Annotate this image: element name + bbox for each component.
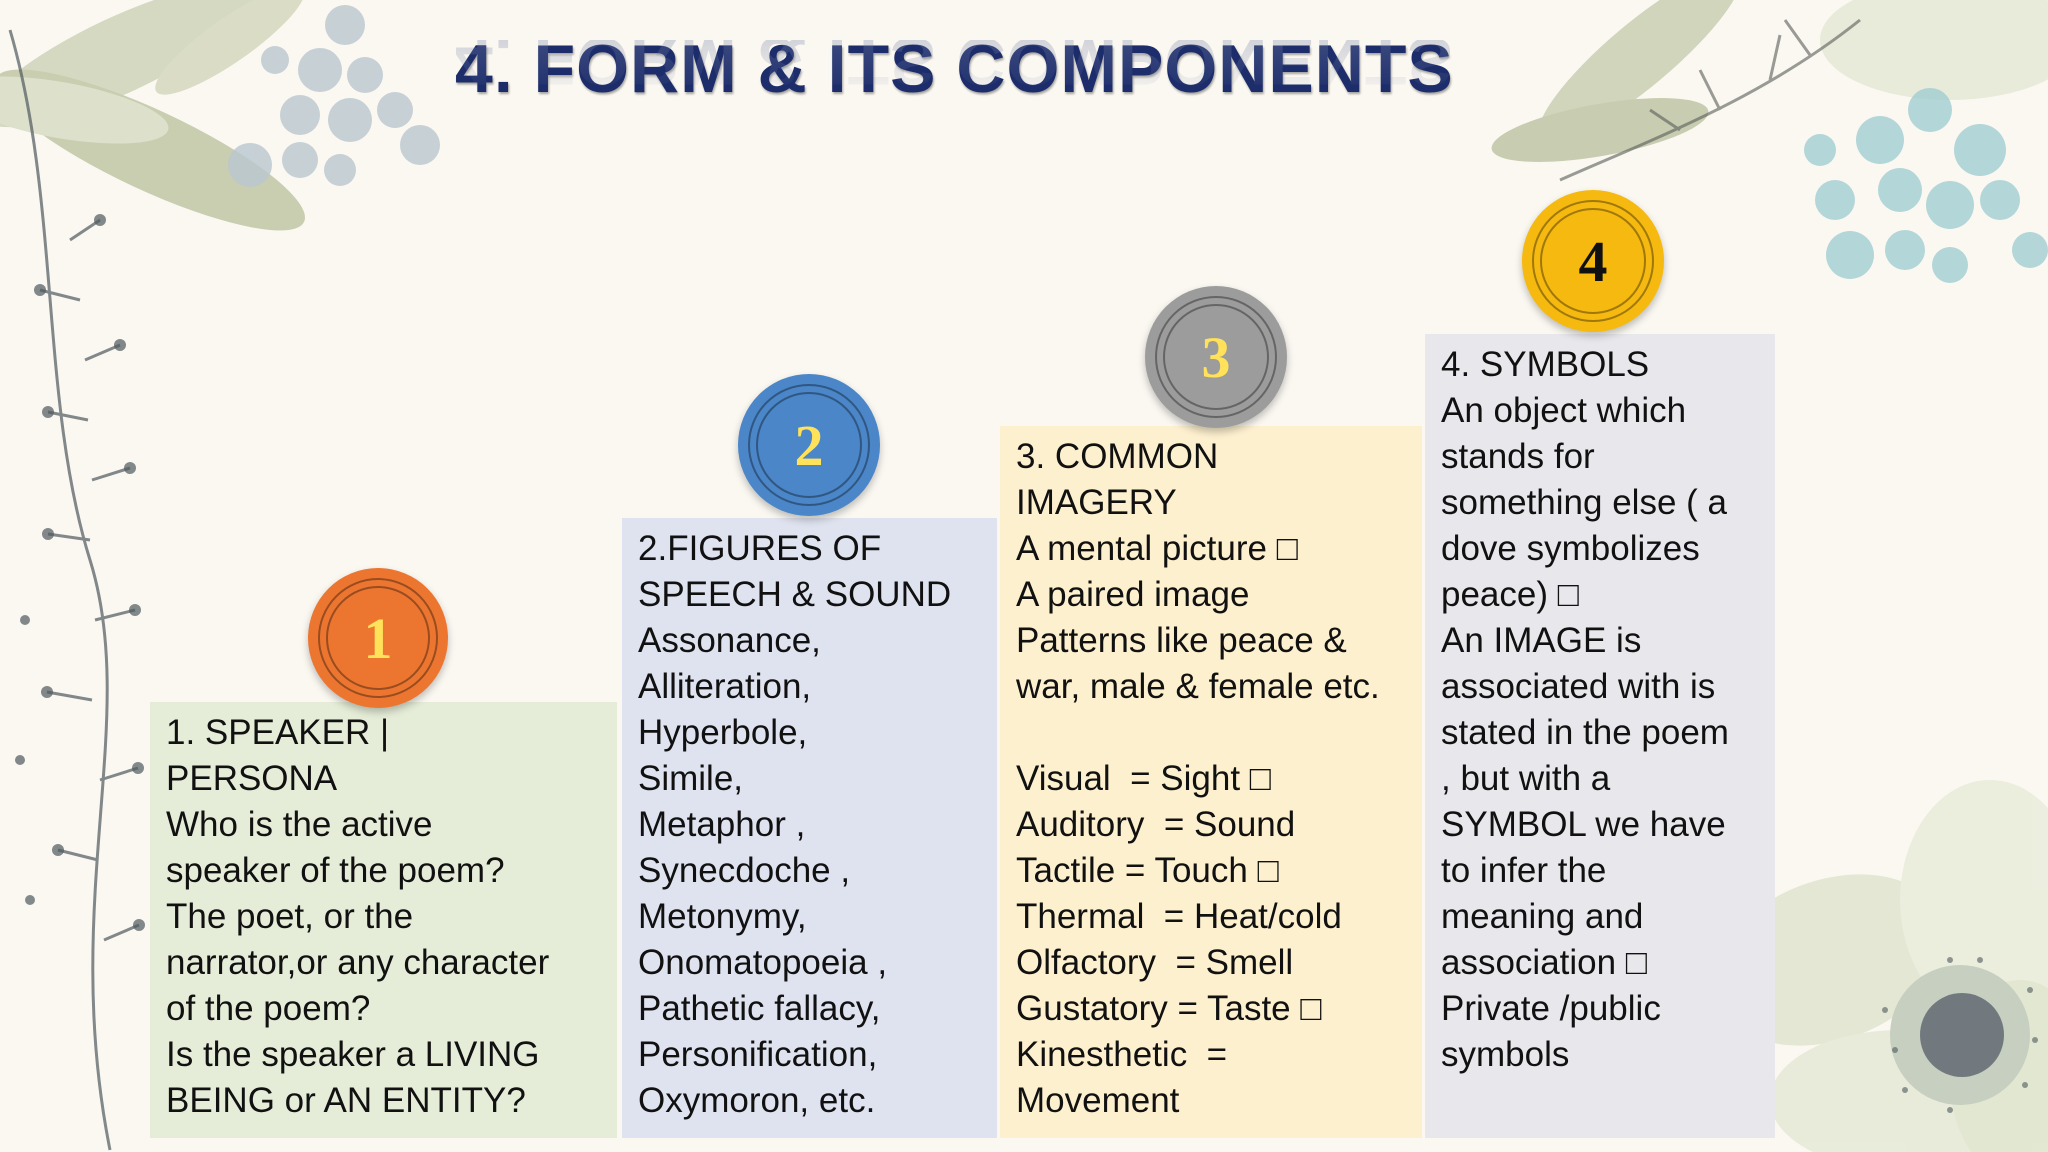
box-line: Kinesthetic = [1016, 1035, 1228, 1074]
box-line: symbols [1441, 1035, 1570, 1074]
box-line: association □ [1441, 943, 1647, 982]
box-line: 3. COMMON [1016, 437, 1219, 476]
box-line: Personification, [638, 1035, 878, 1074]
figures-of-speech-box: 2.FIGURES OF SPEECH & SOUND Assonance, A… [622, 518, 997, 1138]
box-line: A paired image [1016, 575, 1250, 614]
box-line: 1. SPEAKER | [166, 713, 390, 752]
box-line: SPEECH & SOUND [638, 575, 952, 614]
box-line: Alliteration, [638, 667, 812, 706]
box-line: 2.FIGURES OF [638, 529, 882, 568]
box-line: Metonymy, [638, 897, 807, 936]
box-line: Auditory = Sound [1016, 805, 1296, 844]
speaker-persona-box: 1. SPEAKER | PERSONA Who is the active s… [150, 702, 617, 1138]
box-line: Onomatopoeia , [638, 943, 888, 982]
box-line: stands for [1441, 437, 1595, 476]
box-line: Who is the active [166, 805, 433, 844]
box-line: 4. SYMBOLS [1441, 345, 1650, 384]
box-line: Synecdoche , [638, 851, 851, 890]
box-line: An IMAGE is [1441, 621, 1642, 660]
number-badge-1: 1 [308, 568, 448, 708]
number-badge-4: 4 [1522, 190, 1664, 332]
number-badge-2: 2 [738, 374, 880, 516]
box-line [1016, 710, 1412, 756]
box-line: Private /public [1441, 989, 1661, 1028]
box-line: peace) □ [1441, 575, 1579, 614]
box-line: The poet, or the [166, 897, 414, 936]
box-line: PERSONA [166, 759, 338, 798]
slide-title: 4. FORM & ITS COMPONENTS [455, 31, 1454, 107]
box-line: Hyperbole, [638, 713, 808, 752]
box-line: Assonance, [638, 621, 821, 660]
box-line: speaker of the poem? [166, 851, 505, 890]
box-line: dove symbolizes [1441, 529, 1700, 568]
box-line: Pathetic fallacy, [638, 989, 881, 1028]
box-line: Is the speaker a LIVING [166, 1035, 540, 1074]
slide-title-reflection: 4. FORM & ITS COMPONENTS [455, 40, 1454, 99]
box-line: Oxymoron, etc. [638, 1081, 876, 1120]
box-line: Simile, [638, 759, 744, 798]
box-line: Tactile = Touch □ [1016, 851, 1279, 890]
box-line: An object which [1441, 391, 1687, 430]
box-line: Movement [1016, 1081, 1180, 1120]
common-imagery-box: 3. COMMON IMAGERY A mental picture □ A p… [1000, 426, 1422, 1138]
box-line: to infer the [1441, 851, 1607, 890]
box-line: BEING or AN ENTITY? [166, 1081, 526, 1120]
box-line: Olfactory = Smell [1016, 943, 1294, 982]
box-line: IMAGERY [1016, 483, 1177, 522]
box-line: stated in the poem [1441, 713, 1729, 752]
box-line: Gustatory = Taste □ [1016, 989, 1322, 1028]
box-line: Visual = Sight □ [1016, 759, 1271, 798]
box-line: , but with a [1441, 759, 1611, 798]
box-line: Thermal = Heat/cold [1016, 897, 1342, 936]
box-line: Metaphor , [638, 805, 806, 844]
symbols-box: 4. SYMBOLS An object which stands for so… [1425, 334, 1775, 1138]
box-line: of the poem? [166, 989, 371, 1028]
box-line: associated with is [1441, 667, 1716, 706]
box-line: war, male & female etc. [1016, 667, 1380, 706]
box-line: narrator,or any character [166, 943, 550, 982]
number-badge-3: 3 [1145, 286, 1287, 428]
box-line: SYMBOL we have [1441, 805, 1726, 844]
box-line: Patterns like peace & [1016, 621, 1347, 660]
box-line: meaning and [1441, 897, 1644, 936]
box-line: A mental picture □ [1016, 529, 1298, 568]
box-line: something else ( a [1441, 483, 1727, 522]
